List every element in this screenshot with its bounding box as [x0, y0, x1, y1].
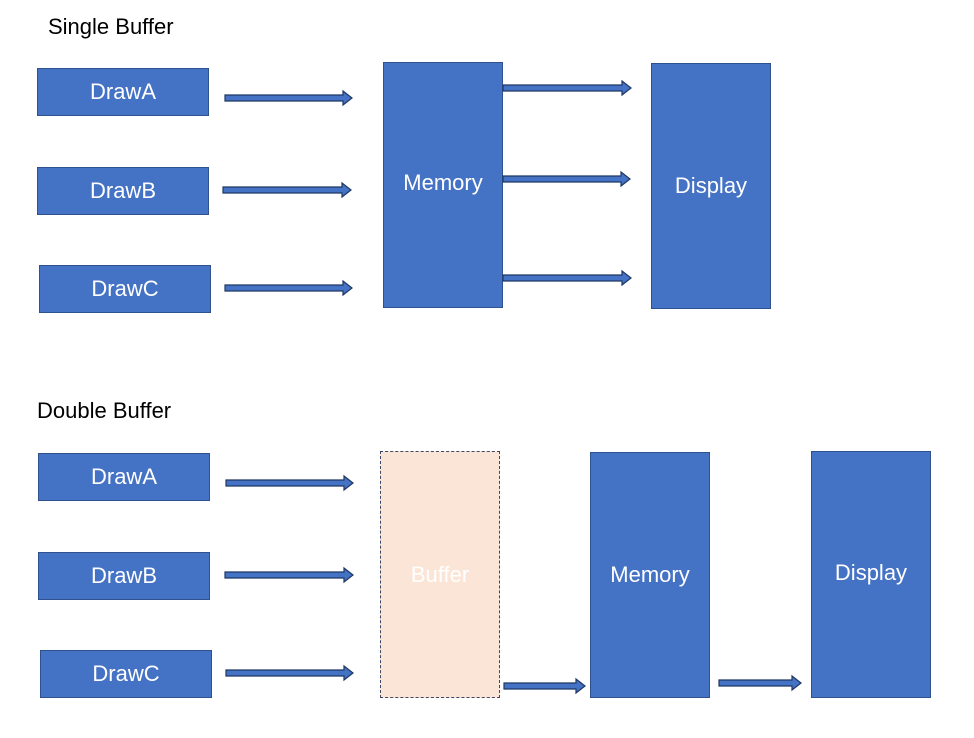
- arrow-double-memory-to-display: [718, 674, 802, 692]
- arrow-double-draw-a-to-buffer: [225, 474, 354, 492]
- double-draw-b-box: DrawB: [38, 552, 210, 600]
- arrow-single-draw-c-to-memory: [224, 279, 353, 297]
- single-buffer-title: Single Buffer: [48, 14, 174, 39]
- double-draw-a-box: DrawA: [38, 453, 210, 501]
- arrow-double-buffer-to-memory: [503, 677, 586, 695]
- double-draw-c-box: DrawC: [40, 650, 212, 698]
- arrow-layer: [222, 79, 802, 695]
- arrow-single-draw-a-to-memory: [224, 89, 353, 107]
- single-draw-a-box: DrawA: [37, 68, 209, 116]
- single-memory-box: Memory: [383, 62, 503, 308]
- arrow-single-draw-b-to-memory: [222, 181, 352, 199]
- double-display-box: Display: [811, 451, 931, 698]
- double-buffer-title: Double Buffer: [37, 398, 172, 423]
- arrow-single-memory-to-display-1: [502, 79, 632, 97]
- arrow-double-draw-c-to-buffer: [225, 664, 354, 682]
- arrow-single-memory-to-display-3: [502, 269, 632, 287]
- single-draw-c-box: DrawC: [39, 265, 211, 313]
- arrow-single-memory-to-display-2: [502, 170, 631, 188]
- double-buffer-box: Buffer: [380, 451, 500, 698]
- arrow-double-draw-b-to-buffer: [224, 566, 354, 584]
- single-display-box: Display: [651, 63, 771, 309]
- single-draw-b-box: DrawB: [37, 167, 209, 215]
- double-memory-box: Memory: [590, 452, 710, 698]
